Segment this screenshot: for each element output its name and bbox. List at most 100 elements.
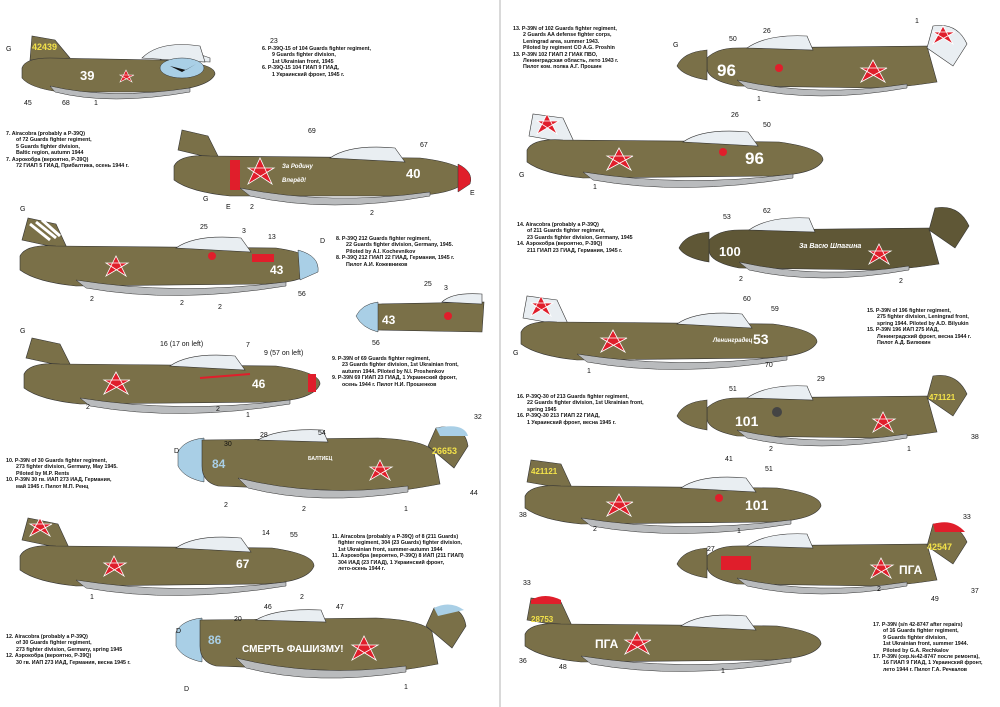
callout: 3 bbox=[242, 228, 246, 235]
plane-17a-tail-number: 42547 bbox=[927, 542, 952, 552]
callout: 33 bbox=[963, 514, 971, 521]
caption-8: 8. P-39Q 212 Guards fighter regiment, 22… bbox=[336, 236, 455, 268]
page-spine bbox=[499, 0, 501, 707]
callout: 2 bbox=[216, 406, 220, 413]
callout: 59 bbox=[771, 306, 779, 313]
plane-14-profile: 100 За Васю Шпагина bbox=[678, 207, 970, 279]
callout: 2 bbox=[877, 586, 881, 593]
callout: D bbox=[176, 628, 182, 635]
plane-10-side-number: 84 bbox=[212, 457, 226, 471]
callout: 69 bbox=[308, 128, 316, 135]
callout: 38 bbox=[519, 512, 527, 519]
callout: 14 bbox=[262, 530, 270, 537]
plane-12-slogan: СМЕРТЬ ФАШИЗМУ! bbox=[242, 644, 344, 655]
plane-7-slogan-1: За Родину bbox=[282, 164, 313, 170]
left-page: 42439 39 G 45 68 1 23 6. P-39Q-15 of 104… bbox=[0, 0, 499, 707]
plane-17a-side-number: ПГА bbox=[899, 563, 923, 577]
callout: G bbox=[513, 350, 519, 357]
plane-11-profile: 67 bbox=[19, 517, 315, 596]
callout: 1 bbox=[587, 368, 591, 375]
plane-16b-tail-number: 421121 bbox=[531, 467, 558, 476]
plane-13a-side-number: 96 bbox=[717, 61, 736, 80]
plane-8n-side-number: 43 bbox=[382, 313, 396, 327]
callout: 60 bbox=[743, 296, 751, 303]
callout: 1 bbox=[737, 528, 741, 535]
callout: 41 bbox=[725, 456, 733, 463]
plane-16a-profile: 101 471121 bbox=[676, 375, 968, 447]
callout: 29 bbox=[817, 376, 825, 383]
plane-12-profile: 86 СМЕРТЬ ФАШИЗМУ! bbox=[175, 604, 467, 679]
plane-12-side-number: 86 bbox=[208, 633, 222, 647]
callout: 45 bbox=[24, 100, 32, 107]
plane-15-profile: Ленинградец 53 bbox=[520, 295, 818, 370]
plane-16b-side-number: 101 bbox=[745, 497, 769, 513]
caption-9: 9. P-39N of 69 Guards fighter regiment, … bbox=[332, 356, 459, 388]
callout: 1 bbox=[757, 96, 761, 103]
callout: 1 bbox=[915, 18, 919, 25]
callout: 26 bbox=[763, 28, 771, 35]
plane-15-side-number: 53 bbox=[753, 331, 769, 347]
callout: 48 bbox=[559, 664, 567, 671]
callout: 56 bbox=[298, 291, 306, 298]
plane-17b-tail-number: 28753 bbox=[531, 615, 554, 624]
callout: 2 bbox=[180, 300, 184, 307]
plane-7-slogan-2: Вперёд! bbox=[282, 178, 306, 184]
plane-17a-profile: ПГА 42547 bbox=[676, 522, 968, 595]
callout: 16 (17 on left) bbox=[160, 341, 204, 348]
caption-10: 10. P-39N of 30 Guards fighter regiment,… bbox=[6, 458, 118, 490]
callout: 25 bbox=[200, 224, 208, 231]
callout: 1 bbox=[94, 100, 98, 107]
callout: 56 bbox=[372, 340, 380, 347]
callout: 55 bbox=[290, 532, 298, 539]
callout: 2 bbox=[218, 304, 222, 311]
callout: 37 bbox=[971, 588, 979, 595]
callout: 25 bbox=[424, 281, 432, 288]
callout: 67 bbox=[420, 142, 428, 149]
plane-10-tail-number: 26653 bbox=[432, 446, 457, 456]
plane-8-profile: 43 bbox=[19, 217, 319, 296]
callout: E bbox=[470, 190, 475, 197]
plane-13a-profile: 96 bbox=[676, 25, 968, 97]
plane-9-profile: 46 bbox=[23, 337, 321, 414]
callout: 1 bbox=[404, 506, 408, 513]
callout: 70 bbox=[765, 362, 773, 369]
callout: 26 bbox=[731, 112, 739, 119]
callout: 49 bbox=[931, 596, 939, 603]
callout: 9 (57 on left) bbox=[264, 350, 304, 357]
callout: 2 bbox=[86, 404, 90, 411]
plane-8-side-number: 43 bbox=[270, 263, 284, 277]
callout: 2 bbox=[370, 210, 374, 217]
right-page: 96 50 26 G 1 1 13. P-39N of 102 Guards f… bbox=[501, 0, 1000, 707]
callout: 51 bbox=[765, 466, 773, 473]
plane-16b-profile: 421121 101 bbox=[524, 459, 822, 534]
callout: 2 bbox=[90, 296, 94, 303]
plane-11-side-number: 67 bbox=[236, 557, 250, 571]
callout: 53 bbox=[723, 214, 731, 221]
callout: 13 bbox=[268, 234, 276, 241]
callout: 50 bbox=[729, 36, 737, 43]
caption-16: 16. P-39Q-30 of 213 Guards fighter regim… bbox=[517, 394, 644, 426]
plane-13b-profile: 96 bbox=[526, 113, 824, 188]
plane-15-slogan: Ленинградец bbox=[712, 338, 753, 344]
callout: 1 bbox=[593, 184, 597, 191]
plane-10-profile: 84 БАЛТИЕЦ 26653 bbox=[177, 426, 469, 499]
callout: 1 bbox=[246, 412, 250, 419]
callout: 2 bbox=[302, 506, 306, 513]
callout: 23 bbox=[270, 38, 278, 45]
plane-6-tail-number: 42439 bbox=[32, 42, 57, 52]
plane-7-profile: За Родину Вперёд! 40 bbox=[173, 129, 471, 206]
callout: 50 bbox=[763, 122, 771, 129]
caption-14: 14. Airacobra (probably a P-39Q) of 211 … bbox=[517, 222, 633, 254]
callout: 33 bbox=[523, 580, 531, 587]
plane-17b-side-number: ПГА bbox=[595, 637, 619, 651]
plane-13b-side-number: 96 bbox=[745, 149, 764, 168]
callout: 2 bbox=[300, 594, 304, 601]
callout: 30 bbox=[224, 441, 232, 448]
plane-14-side-number: 100 bbox=[719, 244, 741, 259]
callout: 1 bbox=[404, 684, 408, 691]
callout: 1 bbox=[721, 668, 725, 675]
callout: 2 bbox=[250, 204, 254, 211]
caption-11: 11. Airacobra (probably a P-39Q) of 8 (2… bbox=[332, 534, 464, 573]
plane-7-side-number: 40 bbox=[406, 166, 420, 181]
callout: 2 bbox=[593, 526, 597, 533]
